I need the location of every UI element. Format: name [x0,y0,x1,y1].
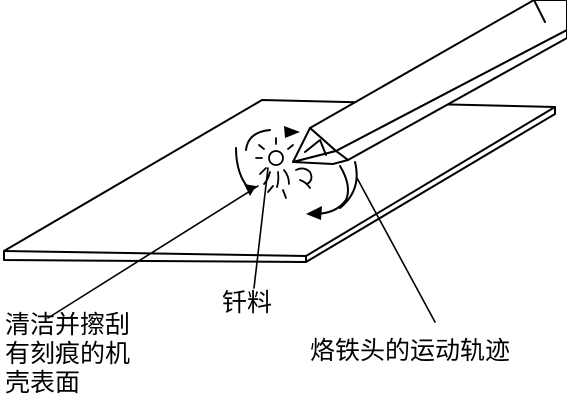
leader-solder [253,167,269,289]
leader-lines [47,167,436,323]
label-solder: 钎料 [222,288,273,317]
iron-trajectory [235,126,358,220]
label-iron-trajectory: 烙铁头的运动轨迹 [310,336,511,365]
metal-plate [3,99,556,263]
leader-trajectory [356,177,436,323]
label-cleaned-surface: 清洁并擦刮 有刻痕的机 壳表面 [5,310,130,397]
label-surface-line3: 壳表面 [5,368,81,397]
leader-surface [47,185,259,319]
label-surface-line2: 有刻痕的机 [5,339,131,368]
solder-blob [255,137,313,199]
soldering-iron [292,0,567,165]
label-surface-line1: 清洁并擦刮 [5,310,131,339]
